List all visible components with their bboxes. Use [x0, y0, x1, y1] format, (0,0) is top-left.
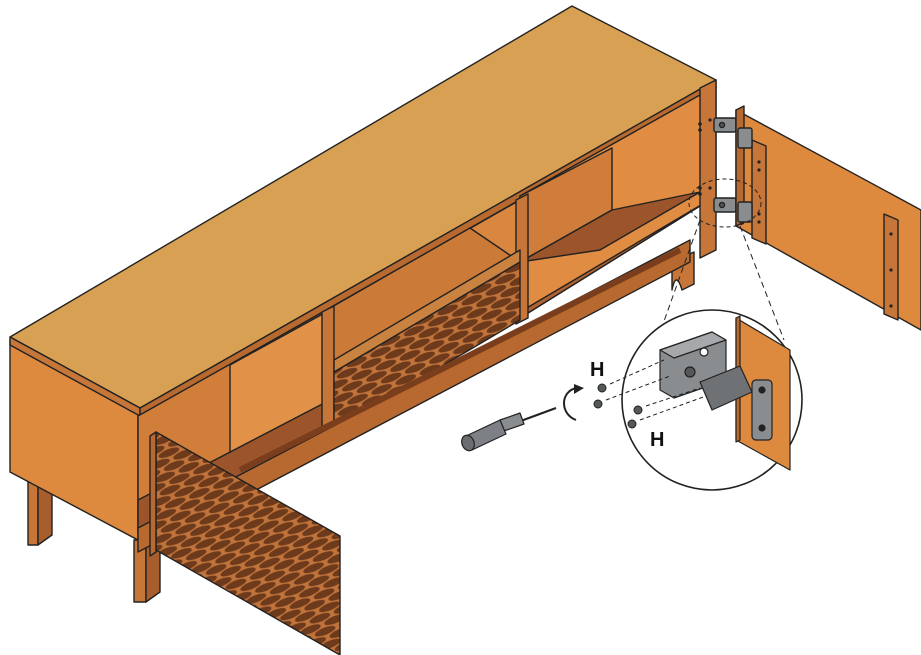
left-door-edge	[149, 431, 157, 557]
detail-callout: H H	[590, 178, 803, 491]
screw-label-upper: H	[590, 359, 604, 381]
screw-icon	[593, 383, 643, 429]
divider-left	[321, 305, 335, 439]
right-door-hinge-cups	[737, 127, 753, 223]
screw-label-lower: H	[650, 429, 664, 451]
bottom-rail-groove	[238, 247, 682, 473]
leg-front-left	[27, 477, 39, 546]
screws	[593, 359, 707, 429]
hinge-mount-plate-top	[659, 331, 727, 359]
rotate-arrow-icon	[563, 387, 577, 421]
left-door	[149, 431, 341, 655]
drawer-top	[333, 249, 521, 373]
right-door	[735, 105, 921, 331]
rotate-arrow-head	[574, 384, 584, 394]
screwdriver-icon	[461, 406, 557, 452]
hinge-cup-plate	[751, 379, 773, 441]
hinge-holes-right	[698, 118, 712, 196]
screwdriver-shaft	[517, 406, 557, 424]
cabinet-right-side	[699, 79, 717, 259]
detail-content	[659, 315, 791, 471]
callout-guide-left	[635, 219, 701, 401]
right-door-strip-right	[883, 213, 899, 321]
callout-guide-right	[739, 225, 785, 341]
right-door-strip-left	[751, 139, 767, 245]
tv-cabinet	[9, 5, 737, 603]
hinge-icon	[713, 117, 737, 213]
callout-source-circle	[688, 178, 762, 228]
